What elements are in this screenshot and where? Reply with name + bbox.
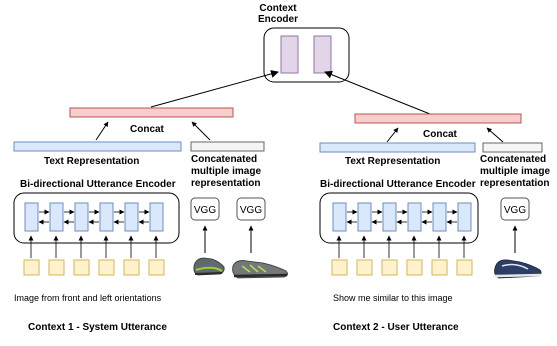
left-concat-bar [69,107,234,118]
left-img-rep-line2: multiple image [191,166,261,177]
left-input-token [23,259,40,276]
right-lstm-cells [332,202,472,232]
left-vgg-box-2 [236,197,266,221]
right-lstm-cell [332,202,347,232]
left-lstm-cell [149,202,164,232]
right-img-rep-line3: representation [480,178,549,189]
left-lstm-cell [24,202,39,232]
context-encoder-cell-2 [313,35,332,74]
right-lstm-cell [357,202,372,232]
right-input-token [406,259,423,276]
left-input-token [98,259,115,276]
right-concat-label: Concat [423,129,458,140]
arrow-right-img-to-concat [486,127,504,143]
right-input-token [431,259,448,276]
left-concat-label: Concat [130,124,165,135]
left-text-rep-label: Text Representation [44,156,139,167]
context-encoder-label-line2: Encoder [258,14,298,25]
left-vgg-label-1: VGG [194,205,216,216]
right-encoder-label: Bi-directional Utterance Encoder [320,179,476,190]
right-context-title: Context 2 - User Utterance [333,322,459,333]
right-input-tokens [331,235,473,276]
right-text-rep-label: Text Representation [345,156,440,167]
right-concat-bar [354,113,522,124]
left-input-tokens [23,235,165,276]
right-vgg-box [500,197,530,221]
shoe-green-gray-icon [193,257,225,276]
left-context-title: Context 1 - System Utterance [28,322,167,333]
right-text-rep-bar [319,142,476,153]
left-vgg-label-2: VGG [240,205,262,216]
right-lstm-cell [407,202,422,232]
arrow-left-img-to-concat [191,121,211,141]
left-input-token [73,259,90,276]
context-encoder-cell-1 [280,35,299,74]
left-lstm-cell [124,202,139,232]
left-text-rep-bar [13,141,182,152]
left-input-token [148,259,165,276]
left-input-token [48,259,65,276]
right-lstm-cell [457,202,472,232]
right-img-rep-line2: multiple image [480,166,550,177]
right-caption: Show me similar to this image [333,293,453,303]
shoe-gray-green-icon [232,260,288,279]
left-caption: Image from front and left orientations [14,293,162,303]
arrow-left-text-to-concat [95,121,109,141]
right-input-token [456,259,473,276]
right-lstm-cell [432,202,447,232]
left-input-token [123,259,140,276]
left-img-rep-line1: Concatenated [191,154,257,165]
left-lstm-cell [74,202,89,232]
right-vgg-label: VGG [504,205,526,216]
shoe-navy-white-icon [494,259,542,279]
left-img-rep-bar [190,141,265,152]
right-lstm-cell [382,202,397,232]
left-lstm-cells [24,202,164,232]
context-encoder-label-line1: Context [259,3,297,14]
arrow-right-text-to-concat [386,127,399,143]
right-img-rep-bar [482,142,543,153]
right-img-rep-line1: Concatenated [480,154,546,165]
left-lstm-cell [99,202,114,232]
arrow-right-concat-to-encoder [324,70,431,115]
left-lstm-cell [49,202,64,232]
right-input-token [381,259,398,276]
right-input-token [331,259,348,276]
left-vgg-box-1 [190,197,220,221]
context-encoder-box [263,27,350,83]
right-input-token [356,259,373,276]
left-encoder-label: Bi-directional Utterance Encoder [20,179,176,190]
arrow-left-concat-to-encoder [150,70,279,108]
left-img-rep-line3: representation [191,178,260,189]
